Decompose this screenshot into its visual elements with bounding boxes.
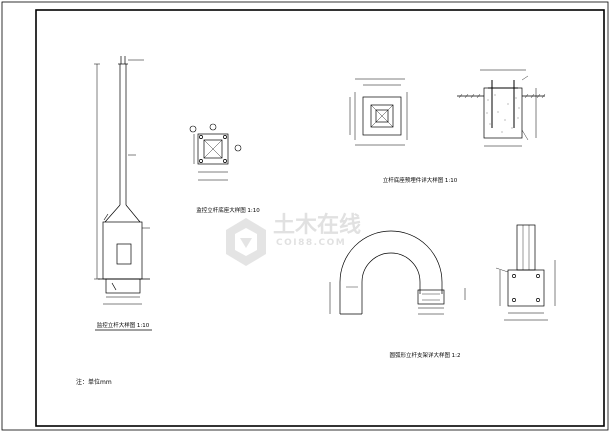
caption-pole-elevation: 监控立杆大样图 1:10 bbox=[97, 321, 150, 329]
foundation-section bbox=[457, 69, 546, 147]
watermark-site: COI88.COM bbox=[276, 238, 346, 248]
drawing-frame bbox=[35, 9, 605, 427]
side-bracket bbox=[495, 224, 556, 321]
foundation-plan bbox=[349, 78, 408, 146]
pole-base-box bbox=[102, 221, 143, 280]
watermark: 土木在线 COI88.COM bbox=[226, 212, 361, 266]
pole-base-door bbox=[116, 243, 132, 265]
caption-pole-base: 监控立杆底座大样图 1:10 bbox=[196, 206, 260, 214]
watermark-logo bbox=[226, 218, 266, 266]
arch-bracket bbox=[329, 230, 466, 315]
unit-note: 注：单位mm bbox=[76, 378, 112, 386]
concrete-speckle bbox=[486, 94, 520, 133]
pole-elevation bbox=[94, 56, 150, 305]
caption-foundation: 立杆底座预埋件详大样图 1:10 bbox=[383, 176, 458, 184]
watermark-brand: 土木在线 bbox=[273, 212, 361, 238]
pole-base-plan bbox=[189, 123, 242, 181]
caption-arch: 圆弧形立杆支架详大样图 1:2 bbox=[389, 351, 460, 359]
